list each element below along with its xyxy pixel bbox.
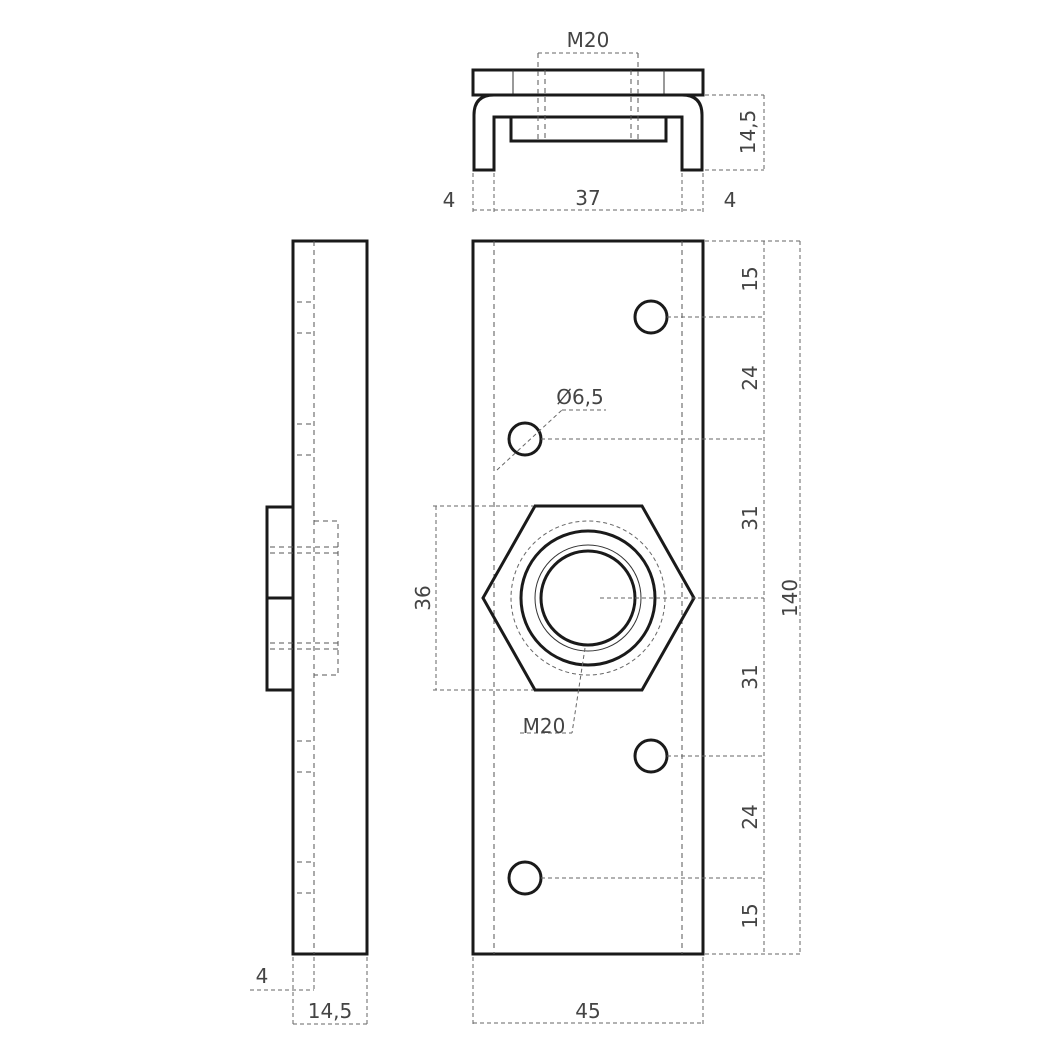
- mounting-hole-1: [633, 299, 669, 335]
- top-view-thread-label: M20: [567, 28, 610, 52]
- front-thread-label: M20: [523, 714, 566, 738]
- top-view: M20 14,5 4 37 4: [443, 28, 765, 212]
- hex-nut-chamfer-circle: [510, 520, 666, 676]
- top-view-nut-flange: [471, 68, 705, 97]
- top-view-inner-width-label: 37: [575, 186, 600, 210]
- mounting-hole-2: [507, 421, 543, 457]
- mounting-hole-4: [507, 860, 543, 896]
- hex-flats-label: 36: [411, 585, 435, 610]
- top-view-height-label: 14,5: [736, 110, 760, 155]
- side-view-hole-hidden-lines: [297, 301, 314, 894]
- width-label: 45: [575, 999, 600, 1023]
- total-height-label: 140: [778, 579, 802, 617]
- front-view: Ø6,5 36 M20 15 24 31 31 24 15 140 45: [411, 239, 802, 1024]
- thread-bore: [539, 549, 637, 647]
- side-view-thread-hidden-outline: [314, 520, 339, 676]
- side-view-plate-outline: [291, 239, 369, 956]
- top-view-right-wall-label: 4: [724, 188, 737, 212]
- top-view-bracket-profile: [472, 93, 704, 172]
- side-depth-label: 14,5: [308, 999, 353, 1023]
- pitch-label-5: 24: [738, 804, 762, 829]
- hole-diameter-leader: [496, 409, 563, 471]
- side-view-hex-lower: [265, 596, 295, 692]
- hex-nut-collar: [519, 529, 657, 667]
- side-wall-label: 4: [256, 964, 269, 988]
- thread-major-diameter: [534, 544, 642, 652]
- front-view-plate-outline: [471, 239, 705, 956]
- pitch-label-4: 31: [738, 664, 762, 689]
- pitch-label-3: 31: [738, 505, 762, 530]
- hole-diameter-label: Ø6,5: [556, 385, 604, 409]
- front-thread-leader: [571, 647, 586, 734]
- pitch-label-1: 15: [738, 266, 762, 291]
- mounting-hole-3: [633, 738, 669, 774]
- top-view-nut-body: [509, 115, 668, 143]
- top-view-left-wall-label: 4: [443, 188, 456, 212]
- pitch-label-6: 15: [738, 903, 762, 928]
- side-view-hole-ticks: [297, 301, 314, 894]
- hex-nut-outline: [481, 504, 696, 692]
- side-view: 4 14,5: [250, 239, 369, 1026]
- pitch-label-2: 24: [738, 365, 762, 390]
